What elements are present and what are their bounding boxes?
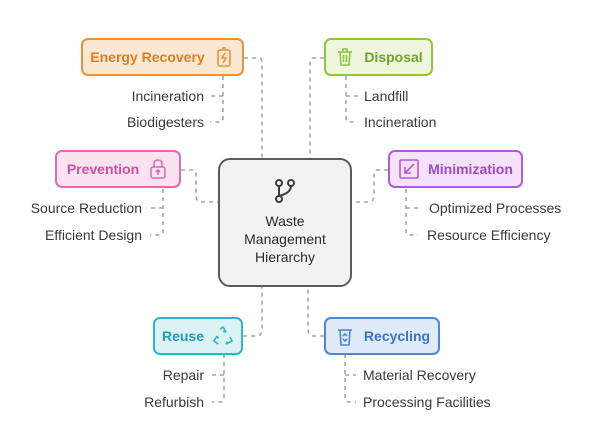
center-hub: Waste Management Hierarchy [218, 158, 352, 287]
prevention-item: Efficient Design [44, 227, 142, 243]
trash-icon [334, 46, 356, 68]
disposal-label: Disposal [364, 49, 423, 65]
prevention-item: Source Reduction [30, 200, 142, 216]
branch-icon [275, 179, 295, 203]
reuse-label: Reuse [161, 328, 205, 344]
minimization-item: Resource Efficiency [427, 227, 551, 243]
battery-icon [213, 46, 235, 68]
prevention-label: Prevention [66, 161, 140, 177]
minimization-node[interactable]: Minimization [388, 150, 523, 188]
prevention-node[interactable]: Prevention [55, 150, 181, 188]
disposal-item: Incineration [364, 114, 437, 130]
recycle-bin-icon [334, 325, 356, 347]
recycling-node[interactable]: Recycling [324, 317, 440, 355]
energy-recovery-node[interactable]: Energy Recovery [81, 38, 244, 76]
recycling-item: Material Recovery [363, 367, 476, 383]
recycling-item: Processing Facilities [363, 394, 491, 410]
minimization-label: Minimization [428, 161, 513, 177]
minimization-item: Optimized Processes [429, 200, 562, 216]
energy-recovery-item: Incineration [131, 88, 204, 104]
reuse-item: Repair [162, 367, 204, 383]
reuse-item: Refurbish [144, 394, 204, 410]
reuse-node[interactable]: Reuse [153, 317, 243, 355]
disposal-node[interactable]: Disposal [324, 38, 433, 76]
energy-recovery-item: Biodigesters [126, 114, 204, 130]
center-title: Waste Management Hierarchy [244, 213, 326, 265]
recycling-label: Recycling [363, 328, 431, 344]
disposal-item: Landfill [364, 88, 409, 104]
lock-icon [147, 158, 169, 180]
shrink-icon [398, 158, 420, 180]
energy-recovery-label: Energy Recovery [90, 49, 205, 65]
recycle-icon [212, 325, 234, 347]
